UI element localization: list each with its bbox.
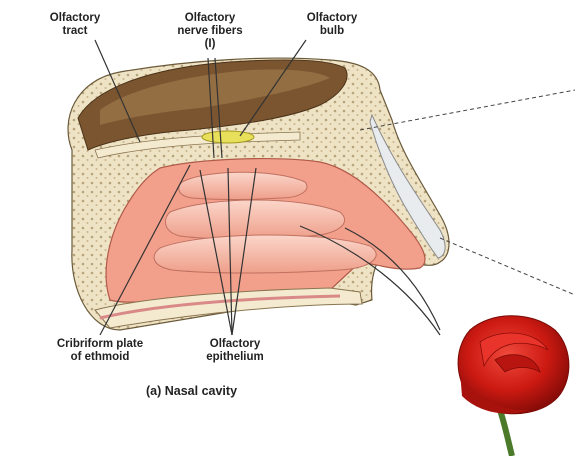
figure-caption: (a) Nasal cavity <box>146 384 237 398</box>
inferior-concha <box>154 235 376 273</box>
olfactory-bulb-structure <box>202 131 254 143</box>
rose-image <box>458 316 569 456</box>
label-olfactory-bulb: Olfactory bulb <box>296 12 368 38</box>
callout-line-lower <box>440 238 575 295</box>
superior-concha <box>179 172 307 199</box>
label-olfactory-epithelium: Olfactory epithelium <box>192 338 278 364</box>
label-cribriform-plate: Cribriform plate of ethmoid <box>42 338 158 364</box>
label-olfactory-nerve-fibers: Olfactory nerve fibers (I) <box>162 12 258 51</box>
label-olfactory-tract: Olfactory tract <box>40 12 110 38</box>
